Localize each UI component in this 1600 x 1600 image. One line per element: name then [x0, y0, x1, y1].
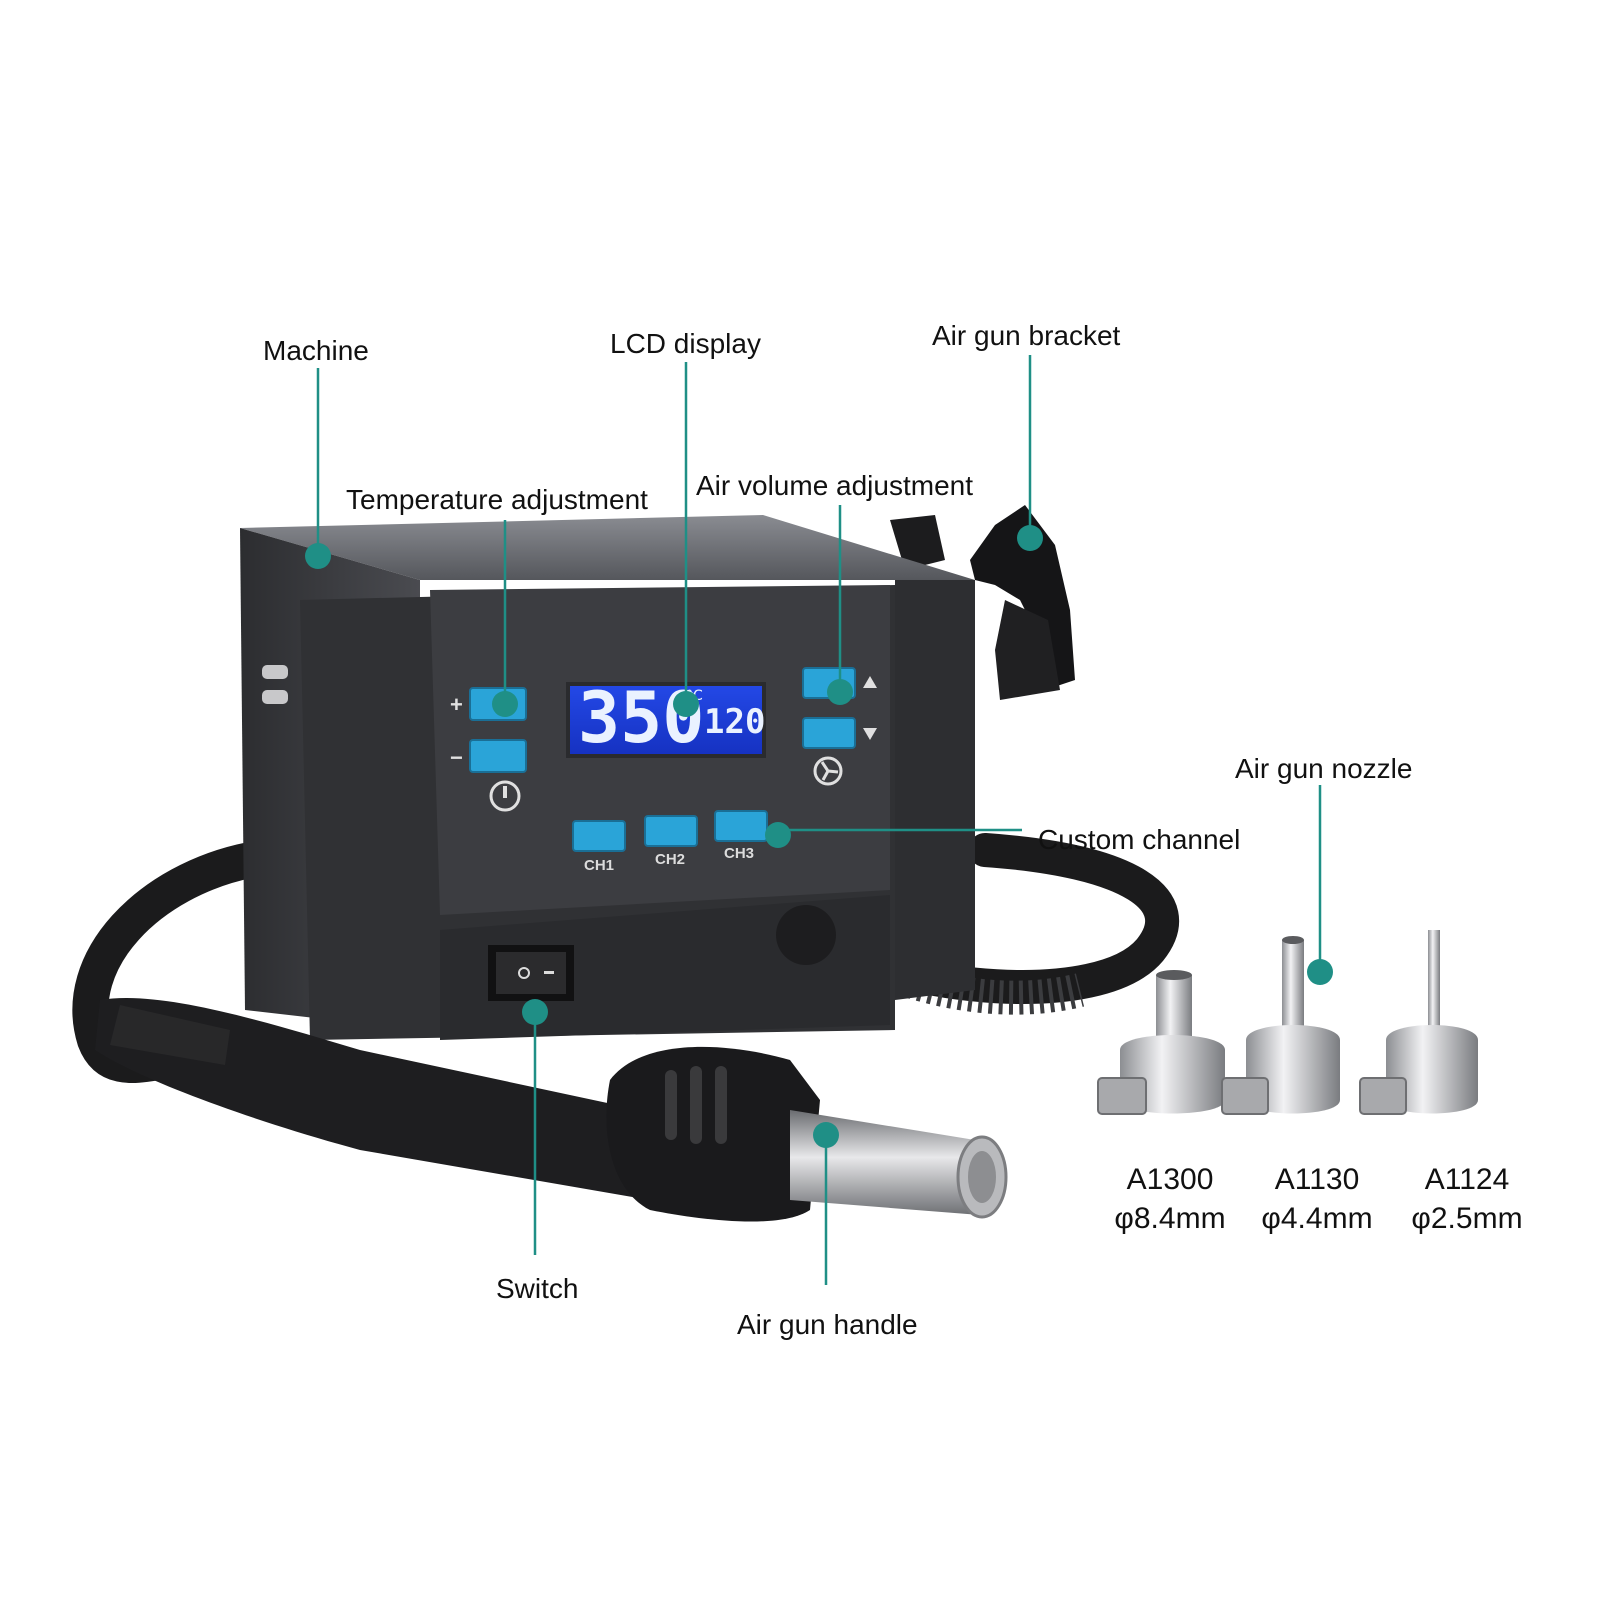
nozzle-diameter: φ4.4mm: [1261, 1202, 1373, 1235]
label-air-volume-adjustment: Air volume adjustment: [696, 470, 974, 501]
nozzle-caption-a1130: A1130 φ4.4mm: [1237, 1160, 1397, 1238]
callouts: [316, 355, 1322, 1285]
lcd-display: 350 °C 120: [566, 677, 766, 759]
label-switch: Switch: [496, 1273, 579, 1304]
label-machine: Machine: [263, 335, 369, 366]
ch3-label: CH3: [724, 845, 754, 862]
label-air-gun-handle: Air gun handle: [737, 1309, 918, 1340]
nozzle-model: A1130: [1274, 1163, 1360, 1196]
label-air-gun-bracket: Air gun bracket: [932, 320, 1121, 351]
station-body: [240, 515, 975, 1040]
temperature-down-button[interactable]: [469, 739, 527, 773]
nozzle-model: A1300: [1126, 1163, 1214, 1196]
nozzle-diameter: φ2.5mm: [1411, 1202, 1523, 1235]
nozzle-a1300: [1097, 970, 1225, 1115]
arrow-up-icon: [863, 676, 877, 688]
label-lcd-display: LCD display: [610, 328, 761, 359]
ch1-label: CH1: [584, 857, 614, 874]
label-temperature-adjustment: Temperature adjustment: [346, 484, 648, 515]
air-volume-down-button[interactable]: [802, 717, 856, 749]
callout-dots: [305, 525, 1333, 1148]
nozzle-a1124: [1359, 930, 1478, 1115]
nozzle-caption-a1300: A1300 φ8.4mm: [1090, 1160, 1250, 1238]
ch1-button[interactable]: [572, 820, 626, 852]
lcd-temperature: 350: [578, 677, 704, 759]
minus-icon: −: [450, 745, 463, 770]
thermometer-icon: [489, 780, 521, 812]
ch2-label: CH2: [655, 851, 685, 868]
nozzle-model: A1124: [1424, 1163, 1510, 1196]
nozzle-caption-a1124: A1124 φ2.5mm: [1387, 1160, 1547, 1238]
fan-icon: [813, 756, 843, 786]
nozzle-a1130: [1221, 936, 1340, 1115]
nozzle-diameter: φ8.4mm: [1114, 1202, 1226, 1235]
label-air-gun-nozzle: Air gun nozzle: [1235, 753, 1413, 784]
arrow-down-icon: [863, 728, 877, 740]
ch2-button[interactable]: [644, 815, 698, 847]
ch3-button[interactable]: [714, 810, 768, 842]
lcd-air-volume: 120: [704, 702, 765, 742]
power-switch[interactable]: [488, 945, 574, 1001]
label-custom-channel: Custom channel: [1038, 824, 1241, 855]
hose-outlet: [776, 905, 836, 965]
plus-icon: +: [450, 692, 463, 717]
air-gun-bracket: [890, 505, 1075, 700]
